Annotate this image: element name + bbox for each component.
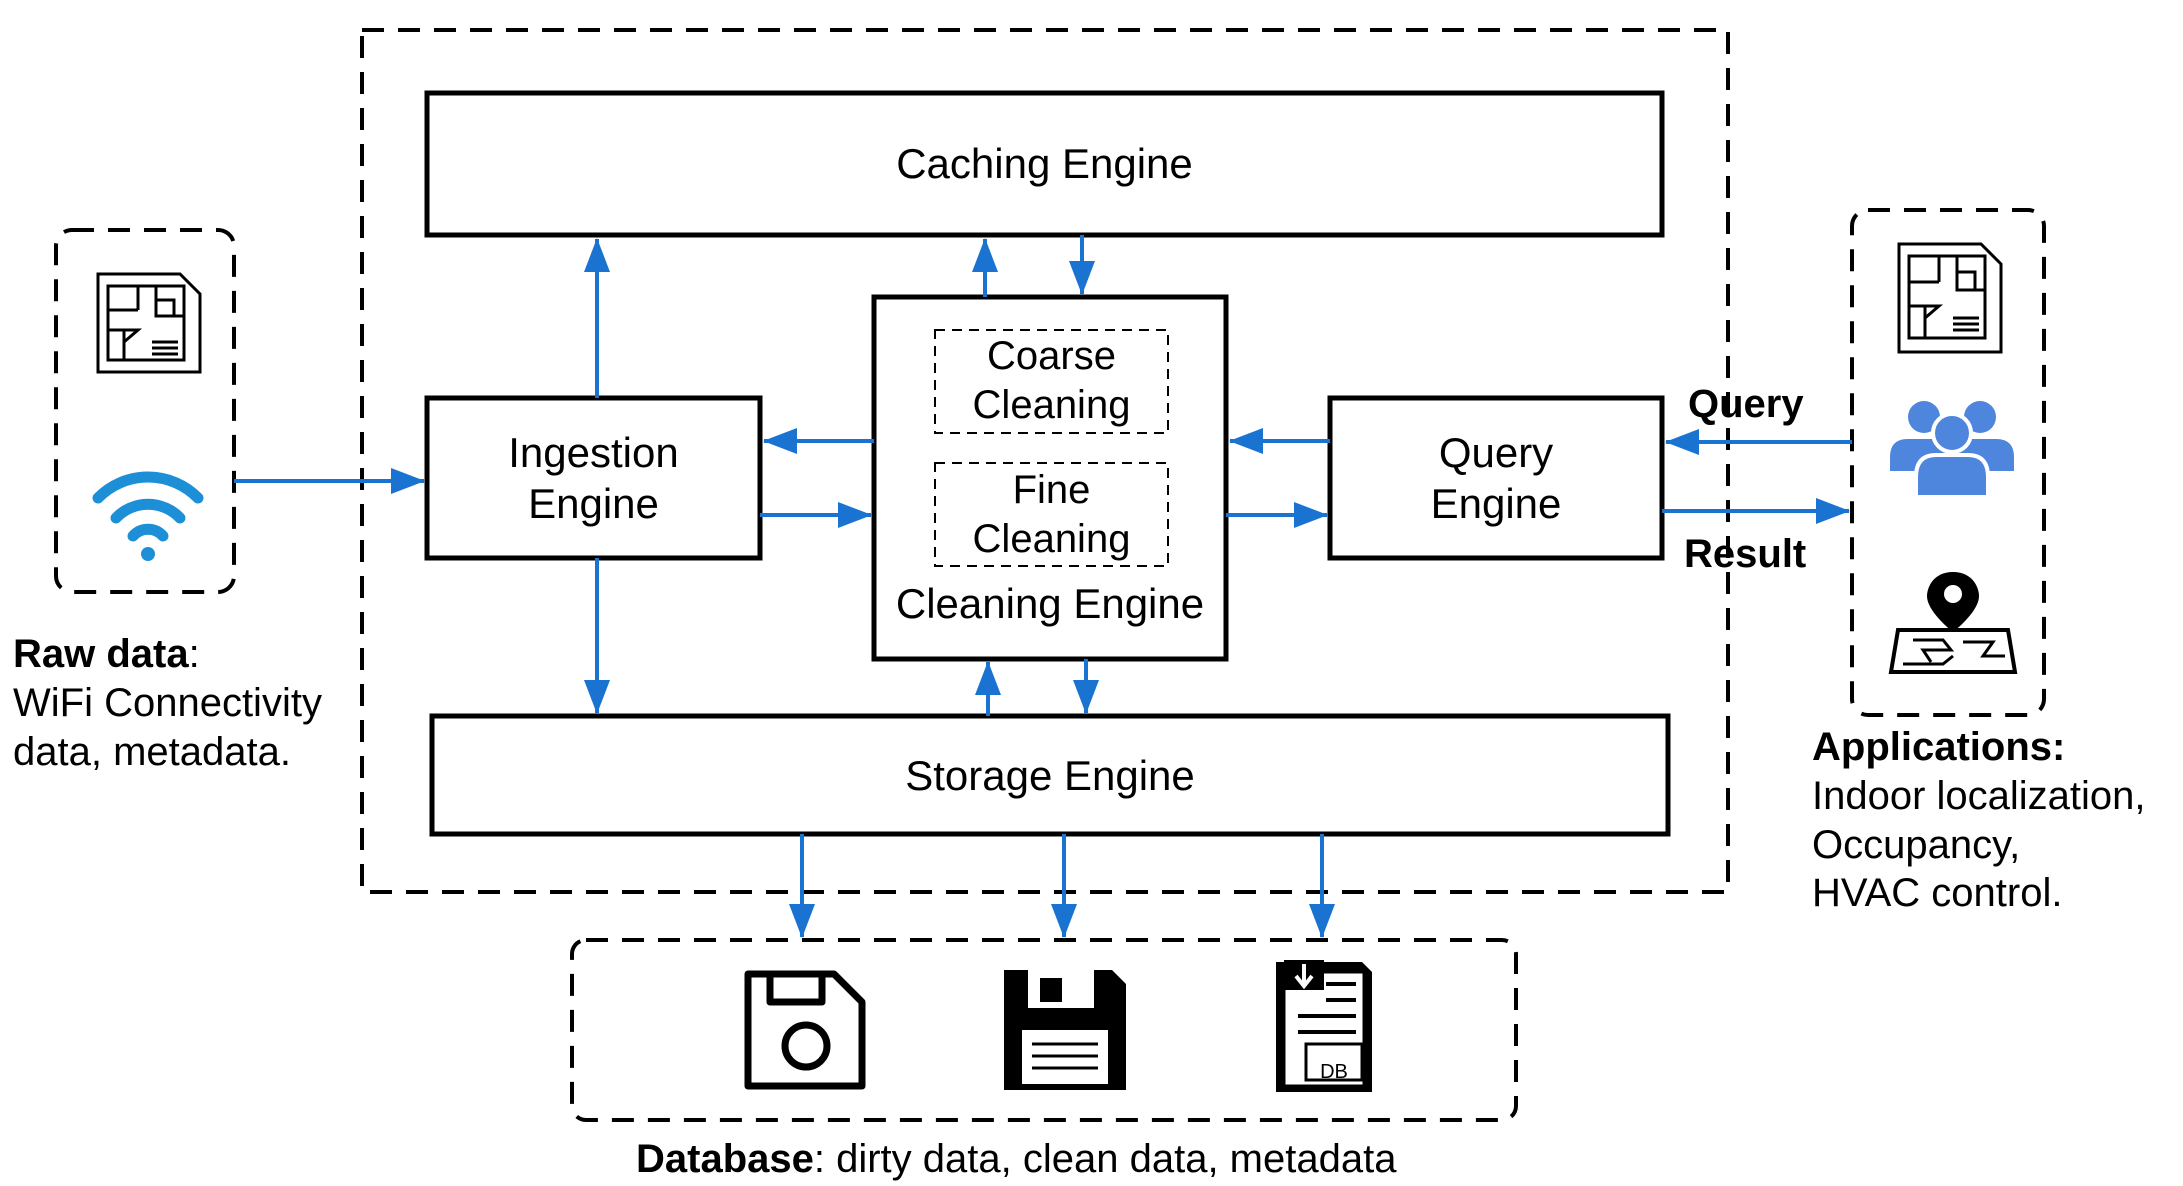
caching-engine-label: Caching Engine bbox=[896, 140, 1193, 187]
query-flow-label: Query bbox=[1688, 382, 1804, 426]
raw-data-group bbox=[54, 228, 236, 594]
raw-data-title-line: Raw data: bbox=[13, 630, 322, 679]
coarse-cleaning-line-2: Cleaning bbox=[972, 382, 1131, 427]
raw-data-line-1: WiFi Connectivity bbox=[13, 680, 322, 725]
fine-cleaning-line-1: Fine bbox=[1012, 468, 1091, 512]
ingestion-engine-label: Ingestion Engine bbox=[427, 427, 760, 529]
fine-cleaning-box bbox=[934, 462, 1169, 567]
applications-line-3: HVAC control. bbox=[1812, 871, 2063, 916]
floorplan-icon bbox=[1897, 242, 2003, 354]
query-engine-label: Query Engine bbox=[1330, 427, 1662, 529]
fine-cleaning-label: Fine Cleaning bbox=[935, 466, 1168, 564]
raw-data-line-2: data, metadata. bbox=[13, 729, 291, 774]
query-engine-box bbox=[1327, 395, 1665, 561]
caching-engine-box bbox=[424, 90, 1665, 238]
db-icon-label: DB bbox=[1320, 1061, 1348, 1083]
raw-data-caption: Raw data: WiFi Connectivity data, metada… bbox=[13, 630, 322, 776]
applications-group bbox=[1850, 208, 2046, 717]
storage-engine-box bbox=[429, 713, 1671, 837]
ingestion-engine-line-2: Engine bbox=[528, 480, 659, 528]
database-description: : dirty data, clean data, metadata bbox=[813, 1137, 1397, 1181]
ingestion-engine-box bbox=[424, 395, 763, 561]
save-icon bbox=[744, 970, 866, 1090]
database-caption: Database: dirty data, clean data, metada… bbox=[636, 1135, 1396, 1184]
storage-engine-label: Storage Engine bbox=[905, 752, 1195, 799]
cleaning-engine-label: Cleaning Engine bbox=[895, 580, 1205, 627]
coarse-cleaning-box bbox=[934, 329, 1169, 434]
users-icon bbox=[1890, 401, 2014, 499]
query-engine-line-1: Query bbox=[1438, 429, 1554, 476]
query-engine-line-2: Engine bbox=[1430, 480, 1562, 528]
database-title: Database bbox=[636, 1137, 814, 1181]
raw-data-colon: : bbox=[188, 632, 200, 676]
floppy-disk-icon bbox=[1004, 970, 1126, 1090]
db-file-icon bbox=[1276, 960, 1372, 1092]
coarse-cleaning-line-1: Coarse bbox=[987, 334, 1116, 378]
applications-line-1: Indoor localization, bbox=[1812, 773, 2146, 818]
map-pin-icon bbox=[1888, 572, 2018, 674]
floorplan-icon bbox=[96, 272, 202, 374]
ingestion-engine-line-1: Ingestion bbox=[508, 429, 679, 476]
coarse-cleaning-label: Coarse Cleaning bbox=[935, 332, 1168, 430]
wifi-icon bbox=[92, 471, 204, 561]
applications-title: Applications: bbox=[1812, 725, 2066, 769]
applications-caption: Applications: Indoor localization, Occup… bbox=[1812, 723, 2146, 918]
fine-cleaning-line-2: Cleaning bbox=[972, 516, 1131, 561]
database-group bbox=[570, 938, 1518, 1122]
applications-line-2: Occupancy, bbox=[1812, 822, 2021, 867]
result-flow-label: Result bbox=[1684, 532, 1807, 576]
raw-data-title: Raw data bbox=[13, 632, 189, 676]
